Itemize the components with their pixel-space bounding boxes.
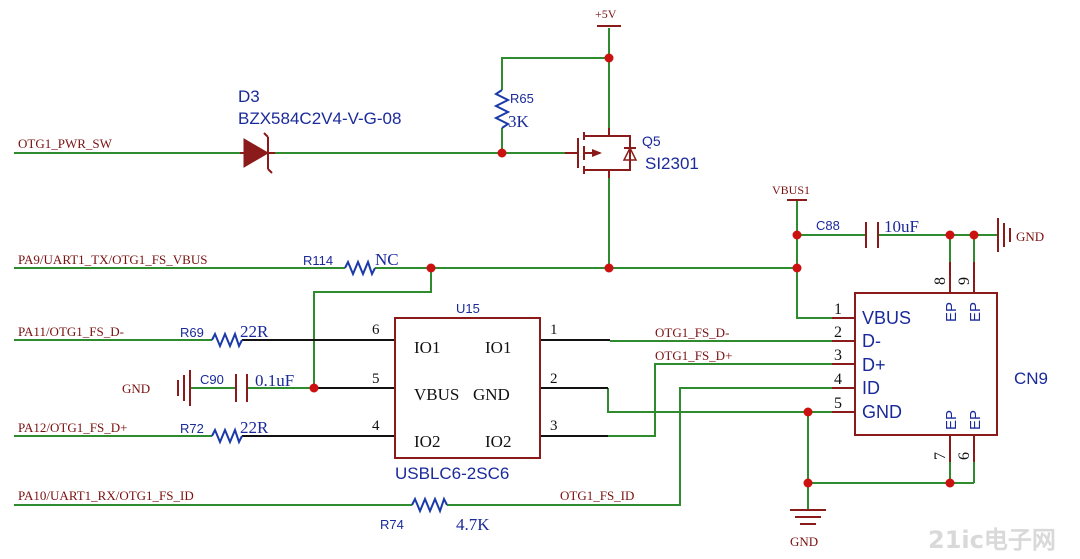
net-label-pa12: PA12/OTG1_FS_D+ bbox=[18, 420, 127, 435]
net-label-gnd-left: GND bbox=[122, 381, 150, 396]
cn9-pin-gnd: GND bbox=[862, 402, 902, 422]
net-label-vbus1: VBUS1 bbox=[772, 183, 810, 197]
r72-ref: R72 bbox=[180, 421, 204, 436]
r65-value: 3K bbox=[508, 112, 530, 131]
r74-value: 4.7K bbox=[456, 515, 490, 534]
wire-vbus-to-cn9 bbox=[796, 268, 832, 319]
wire-dp-to-cn9 bbox=[608, 363, 832, 437]
cn9-pin-num-9: 9 bbox=[956, 277, 973, 285]
r74-ref: R74 bbox=[380, 517, 404, 532]
u15-pin-gnd: GND bbox=[473, 385, 510, 404]
r69-value: 22R bbox=[240, 322, 269, 341]
u15-pin-num-1: 1 bbox=[550, 322, 558, 338]
u15-pin-num-4: 4 bbox=[372, 418, 380, 434]
wire-id-to-cn9 bbox=[447, 387, 832, 506]
resistor-r74 bbox=[411, 496, 448, 514]
c90-value: 0.1uF bbox=[255, 371, 294, 390]
u15-pin-io1-left: IO1 bbox=[414, 338, 440, 357]
u15-body bbox=[394, 317, 541, 459]
net-label-pa10: PA10/UART1_RX/OTG1_FS_ID bbox=[18, 488, 194, 503]
cn9-pin-num-5: 5 bbox=[834, 395, 842, 412]
cn9-pin-num-3: 3 bbox=[834, 347, 842, 364]
net-label-otg-id: OTG1_FS_ID bbox=[560, 488, 634, 503]
u15-pin-num-5: 5 bbox=[372, 371, 380, 387]
net-label-gnd-right: GND bbox=[1016, 229, 1044, 244]
gnd-symbol-right bbox=[997, 218, 1011, 252]
resistor-r114 bbox=[344, 259, 376, 277]
capacitor-c88 bbox=[865, 222, 879, 248]
cn9-pin-num-2: 2 bbox=[834, 324, 842, 341]
cn9-pin-dm: D- bbox=[862, 331, 881, 351]
c88-ref: C88 bbox=[816, 218, 840, 233]
u15-pin-num-3: 3 bbox=[550, 418, 558, 434]
net-label-pa9: PA9/UART1_TX/OTG1_FS_VBUS bbox=[18, 252, 207, 267]
cn9-pin-ep-br: EP bbox=[967, 410, 984, 430]
mosfet-q5 bbox=[565, 128, 638, 178]
cn9-pin-num-6: 6 bbox=[956, 452, 973, 460]
resistor-r69 bbox=[211, 331, 243, 349]
r69-ref: R69 bbox=[180, 325, 204, 340]
wire-r65-top bbox=[501, 57, 609, 90]
capacitor-c90 bbox=[190, 374, 248, 402]
u15-pin-io2-left: IO2 bbox=[414, 432, 440, 451]
q5-ref: Q5 bbox=[642, 133, 661, 149]
net-label-otg-pwr-sw: OTG1_PWR_SW bbox=[18, 136, 113, 151]
wires bbox=[14, 28, 998, 510]
cn9-pin-num-1: 1 bbox=[834, 301, 842, 318]
watermark: 21ic电子网 bbox=[928, 526, 1056, 554]
r114-ref: R114 bbox=[303, 253, 333, 268]
gnd-symbol-bottom bbox=[790, 509, 826, 525]
junction-dots bbox=[309, 53, 979, 488]
cn9-pin-id: ID bbox=[862, 378, 880, 398]
net-label-gnd-bottom: GND bbox=[790, 534, 818, 549]
wire-gnd-to-cn9 bbox=[607, 388, 832, 413]
cn9-pin-ep-bl: EP bbox=[943, 410, 960, 430]
u15-pin-stubs bbox=[242, 339, 610, 437]
cn9-pin-num-4: 4 bbox=[834, 371, 842, 388]
cn9-pin-dp: D+ bbox=[862, 355, 886, 375]
u15-ref: U15 bbox=[456, 301, 480, 316]
gnd-symbol-left bbox=[177, 370, 191, 406]
u15-value: USBLC6-2SC6 bbox=[395, 464, 509, 483]
d3-value: BZX584C2V4-V-G-08 bbox=[238, 109, 401, 128]
cn9-pin-num-7: 7 bbox=[932, 452, 949, 460]
net-label-otg-dm: OTG1_FS_D- bbox=[655, 325, 729, 340]
resistor-r72 bbox=[211, 427, 243, 445]
c88-value: 10uF bbox=[884, 217, 919, 236]
cn9-pin-vbus: VBUS bbox=[862, 308, 911, 328]
u15-pin-num-6: 6 bbox=[372, 322, 380, 338]
c90-ref: C90 bbox=[200, 372, 224, 387]
r114-value: NC bbox=[375, 250, 399, 269]
cn9-pin-ep-tr: EP bbox=[967, 302, 984, 322]
cn9-ref: CN9 bbox=[1014, 369, 1048, 388]
cn9-connector bbox=[832, 262, 998, 462]
net-label-otg-dp: OTG1_FS_D+ bbox=[655, 348, 732, 363]
r65-ref: R65 bbox=[510, 91, 534, 106]
u15-pin-vbus: VBUS bbox=[414, 385, 459, 404]
cn9-pin-ep-tl: EP bbox=[943, 302, 960, 322]
u15-pin-io2-right: IO2 bbox=[485, 432, 511, 451]
u15-pin-num-2: 2 bbox=[550, 371, 558, 387]
net-label-pa11: PA11/OTG1_FS_D- bbox=[18, 324, 124, 339]
net-label-5v: +5V bbox=[595, 7, 617, 21]
zener-diode-d3 bbox=[240, 132, 275, 174]
cn9-pin-num-8: 8 bbox=[932, 277, 949, 285]
d3-ref: D3 bbox=[238, 87, 260, 106]
q5-value: SI2301 bbox=[645, 154, 699, 173]
resistor-r65 bbox=[493, 89, 511, 129]
r72-value: 22R bbox=[240, 418, 269, 437]
u15-pin-io1-right: IO1 bbox=[485, 338, 511, 357]
